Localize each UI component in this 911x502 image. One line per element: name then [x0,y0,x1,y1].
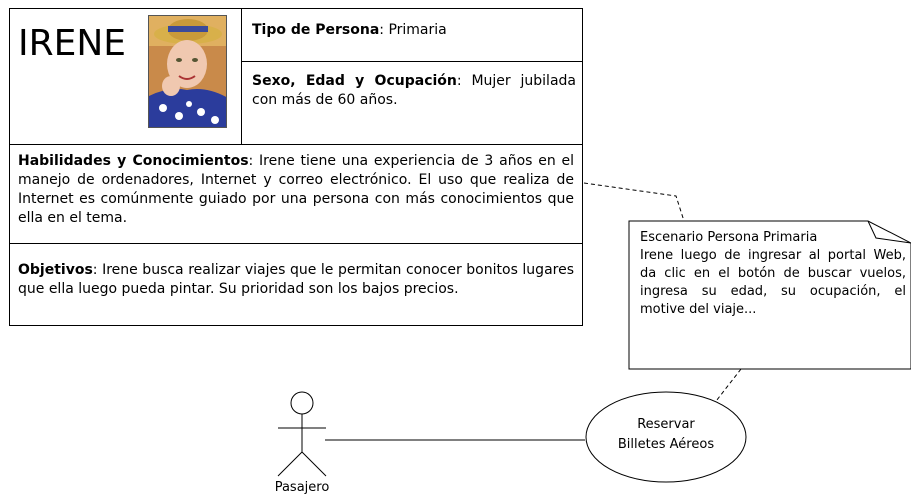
portrait-icon [149,16,226,127]
use-case-line1: Reservar [637,417,695,432]
sexo-label: Sexo, Edad y Ocupación [252,73,457,89]
actor-figure [277,391,327,477]
tipo-label: Tipo de Persona [252,22,380,38]
persona-name: IRENE [18,23,127,64]
use-case-ellipse [585,391,747,483]
sexo-edad-ocupacion: Sexo, Edad y Ocupación: Mujer jubilada c… [252,73,576,108]
divider-vertical [241,9,242,145]
note-fold [867,220,911,244]
habilidades-value: Irene tiene una experiencia de 3 años en… [18,153,575,226]
habilidades-label: Habilidades y Conocimientos [18,153,249,169]
tipo-persona: Tipo de Persona: Primaria [252,22,447,38]
sexo-value: Mujer jubilada con más de 60 años. [252,73,576,108]
objetivos-label: Objetivos [18,262,93,278]
note-shape [628,220,911,370]
persona-card: IRENE Tipo de Persona: Primaria Sexo, Ed… [9,8,583,326]
divider-header [10,144,583,145]
persona-photo [148,15,227,128]
use-case-line2: Billetes Aéreos [617,437,715,452]
objetivos-value: Irene busca realizar viajes que le permi… [18,262,575,297]
objetivos: Objetivos: Irene busca realizar viajes q… [18,262,575,297]
note-title: Escenario Persona Primaria [640,230,818,245]
tipo-value: Primaria [388,22,447,38]
note-body: Irene luego de ingresar al portal Web, d… [640,248,906,317]
actor-label: Pasajero [274,480,330,495]
dashed-link-persona-note [583,182,685,222]
habilidades: Habilidades y Conocimientos: Irene tiene… [18,153,575,226]
divider-habilidades [10,243,583,244]
divider-tipo [241,61,583,62]
